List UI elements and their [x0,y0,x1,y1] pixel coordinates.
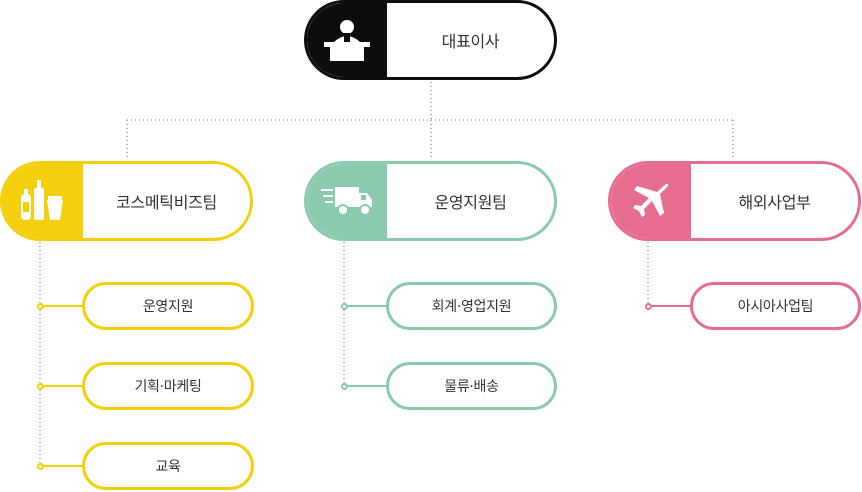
connector-dot [37,303,44,310]
sub-unit: 아시아사업팀 [690,282,861,330]
ceo-label: 대표이사 [441,32,500,51]
team-label: 운영지원팀 [434,193,507,212]
sub-unit: 물류·배송 [386,362,557,410]
sub-unit: 기획·마케팅 [82,362,254,410]
team-icon-area [307,164,387,238]
ceo-icon-area [307,3,387,77]
connector-dot [341,383,348,390]
connector-dot [341,303,348,310]
sub-unit: 회계·영업지원 [386,282,557,330]
sub-unit: 운영지원 [82,282,254,330]
delivery-truck-icon [321,187,372,216]
team-operations-support: 운영지원팀 [304,161,557,241]
team-overseas-business: 해외사업부 [608,161,861,241]
team-label: 코스메틱비즈팀 [116,193,217,212]
connector-dot [37,463,44,470]
cosmetics-bottles-icon [21,180,63,220]
team-cosmetic-biz: 코스메틱비즈팀 [0,161,253,241]
connector-dot [645,303,652,310]
airplane-icon [633,183,669,217]
ceo-node: 대표이사 [304,0,557,80]
sub-unit: 교육 [82,442,254,490]
team-icon-area [611,164,691,238]
team-icon-area [3,164,83,238]
connector-dot [37,383,44,390]
team-label: 해외사업부 [738,193,811,212]
ceo-desk-icon [324,20,370,61]
